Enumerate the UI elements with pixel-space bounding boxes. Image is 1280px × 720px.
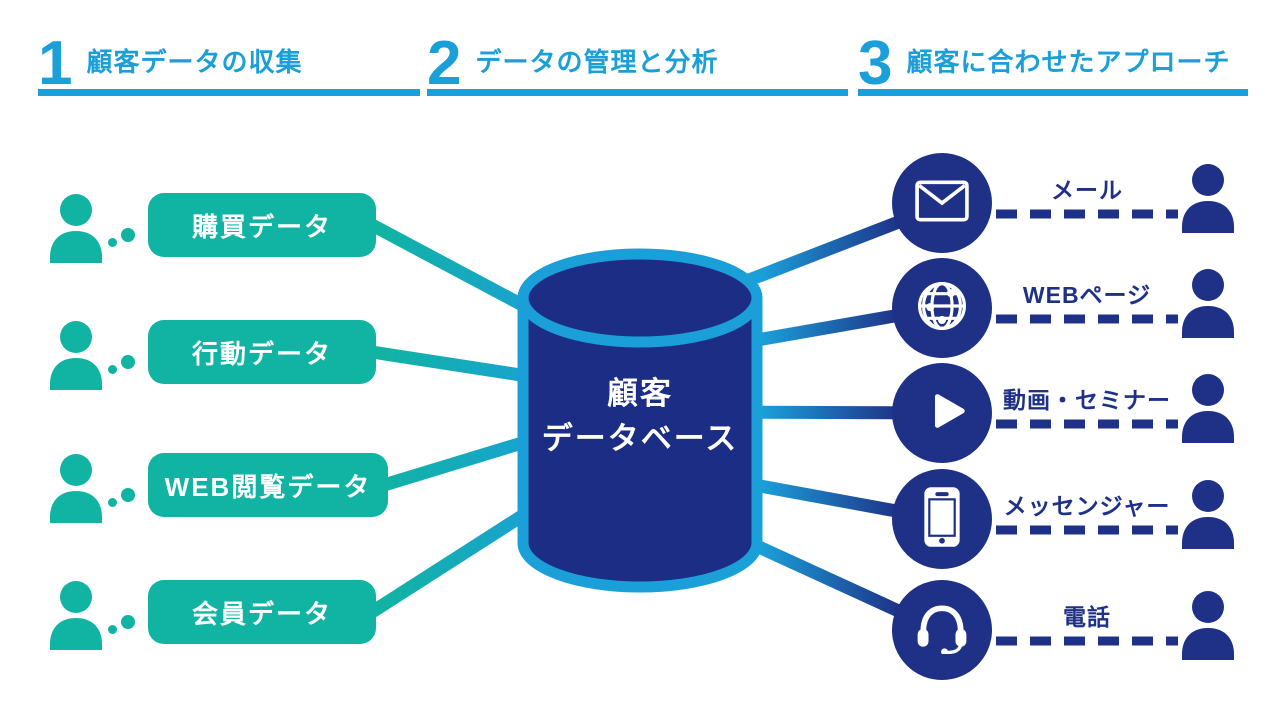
thought-dot-small: [108, 498, 117, 507]
step-3-title: 顧客に合わせたアプローチ: [906, 47, 1231, 77]
thought-dot-large: [121, 488, 135, 502]
customer-icon: [1176, 371, 1240, 443]
headset-icon: [914, 602, 970, 659]
customer-icon: [44, 191, 108, 263]
channel-circle-video: [892, 363, 992, 463]
step-2-number: 2: [427, 29, 462, 99]
step-1-header: 1 顧客データの収集: [38, 29, 420, 99]
database-cylinder: [517, 248, 763, 593]
customer-icon: [44, 578, 108, 650]
customer-icon: [1176, 161, 1240, 233]
database-label-line1: 顧客: [607, 376, 673, 411]
customer-icon: [44, 451, 108, 523]
thought-dot-small: [108, 365, 117, 374]
customer-icon: [1176, 266, 1240, 338]
database-label-line2: データベース: [541, 420, 739, 456]
channel-circle-webpage: [892, 258, 992, 358]
thought-dot-large: [121, 615, 135, 629]
envelope-icon: [915, 179, 969, 227]
channel-label-video: 動画・セミナー: [1003, 387, 1171, 413]
step-1-number: 1: [38, 29, 73, 99]
smartphone-icon: [922, 485, 962, 554]
source-box-member-data: 会員データ: [148, 580, 376, 644]
customer-icon: [44, 318, 108, 390]
thought-dot-large: [121, 355, 135, 369]
channel-label-messenger: メッセンジャー: [1003, 493, 1171, 519]
thought-dot-small: [108, 625, 117, 634]
globe-icon: [914, 278, 970, 339]
channel-label-phone: 電話: [1063, 604, 1111, 630]
step-1-title: 顧客データの収集: [86, 47, 303, 77]
channel-circle-phone: [892, 580, 992, 680]
source-box-purchase-data: 購買データ: [148, 193, 376, 257]
step-2-title: データの管理と分析: [475, 47, 719, 77]
thought-dot-large: [121, 228, 135, 242]
customer-icon: [1176, 588, 1240, 660]
thought-dot-small: [108, 238, 117, 247]
step-3-number: 3: [858, 29, 893, 99]
channel-circle-mail: [892, 153, 992, 253]
database-label: 顧客 データベース: [515, 372, 765, 462]
channel-label-webpage: WEBページ: [1022, 282, 1152, 308]
play-icon: [923, 388, 969, 439]
channel-circle-messenger: [892, 469, 992, 569]
step-2-header: 2 データの管理と分析: [427, 29, 848, 99]
source-box-web-browsing-data: WEB閲覧データ: [148, 453, 388, 517]
source-box-behavior-data: 行動データ: [148, 320, 376, 384]
customer-icon: [1176, 477, 1240, 549]
channel-label-mail: メール: [1051, 177, 1123, 203]
step-3-header: 3 顧客に合わせたアプローチ: [858, 29, 1248, 99]
